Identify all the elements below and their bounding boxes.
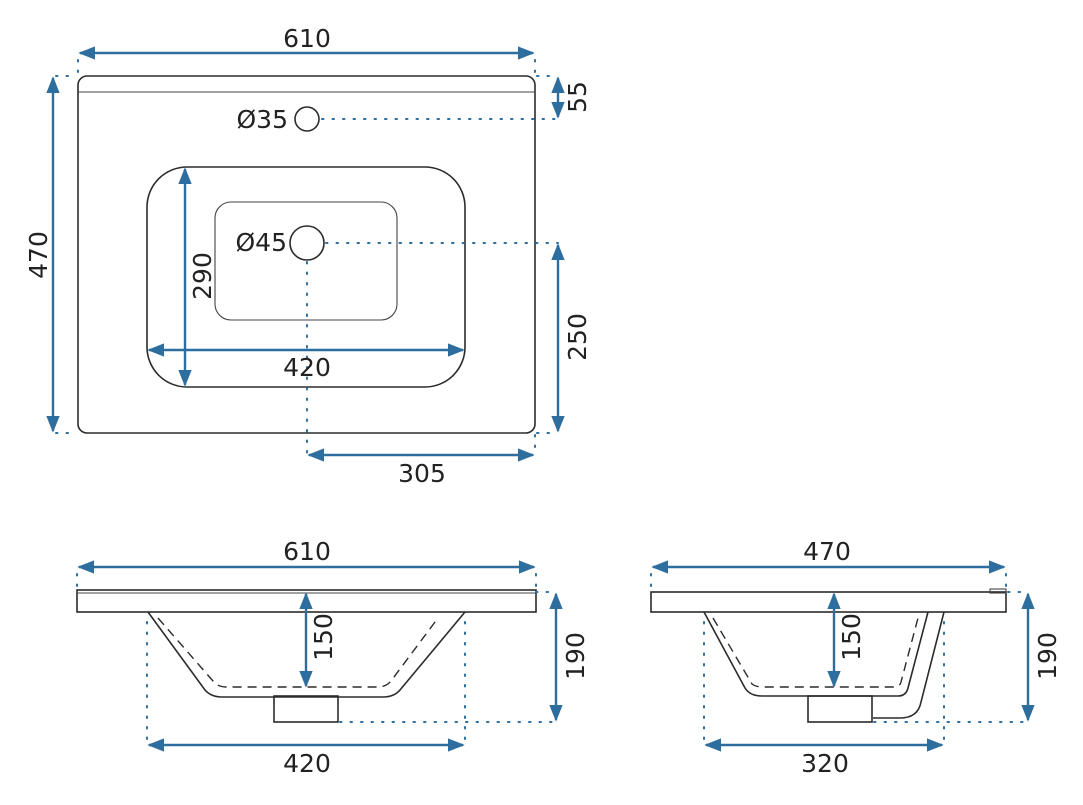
label-tap-hole: Ø35 [237, 105, 289, 134]
label-250: 250 [563, 313, 592, 361]
label-305: 305 [398, 459, 446, 488]
side-view: 470 150 190 320 [650, 537, 1062, 778]
overflow-channel-side [873, 611, 945, 719]
bowl-inner-dashed-front [157, 617, 439, 688]
label-side-150: 150 [837, 613, 866, 661]
bowl-profile-side [703, 611, 929, 697]
bowl-outer-outline [146, 166, 466, 388]
label-top-depth: 470 [24, 231, 53, 279]
label-front-width: 610 [283, 537, 331, 566]
tap-hole-circle [294, 106, 320, 132]
front-view: 610 150 190 420 [76, 537, 590, 778]
label-side-190: 190 [1033, 632, 1062, 680]
label-side-depth: 470 [803, 537, 851, 566]
label-front-420: 420 [283, 749, 331, 778]
drain-hole-circle [289, 225, 325, 261]
basin-outline-top [77, 75, 536, 434]
label-drain-hole: Ø45 [236, 228, 288, 257]
label-bowl-420: 420 [283, 353, 331, 382]
label-top-55: 55 [563, 81, 592, 113]
back-lip-side [989, 588, 1007, 594]
label-top-width: 610 [283, 24, 331, 53]
drain-outlet-side [807, 695, 873, 723]
label-bowl-290: 290 [188, 252, 217, 300]
label-front-190: 190 [561, 632, 590, 680]
drain-outlet-front [273, 695, 339, 723]
countertop-side [650, 591, 1007, 613]
label-side-320: 320 [801, 749, 849, 778]
label-front-150: 150 [309, 613, 338, 661]
bowl-profile-front [147, 611, 466, 698]
bowl-inner-outline [214, 201, 398, 321]
top-view: 610 470 55 Ø35 Ø45 290 420 250 305 [24, 24, 592, 488]
bowl-inner-dashed-side [712, 617, 919, 688]
